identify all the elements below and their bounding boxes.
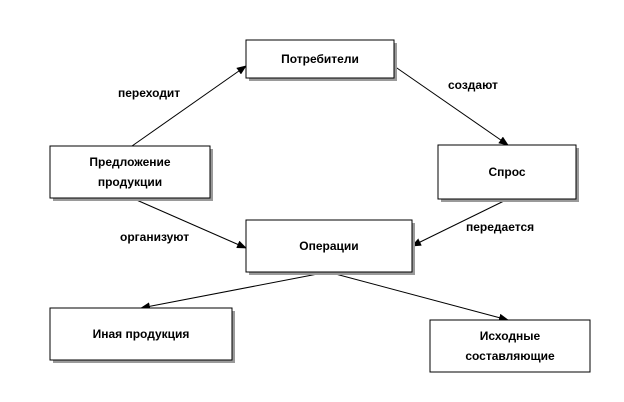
edge-label-offer-to-operations: организуют — [120, 230, 189, 244]
node-box — [429, 319, 591, 373]
node-box — [245, 219, 413, 273]
edges-layer — [131, 65, 509, 322]
arrow-operations-to-other_products — [140, 271, 329, 311]
edge-label-demand-to-operations: передается — [466, 220, 534, 234]
arrow-offer-to-consumers — [131, 65, 247, 147]
arrow-offer-to-operations — [131, 197, 247, 249]
node-label-line: продукции — [98, 175, 162, 189]
node-label-line: Иная продукция — [93, 327, 190, 341]
node-label-line: Потребители — [281, 52, 359, 66]
labels-layer: переходит создают организуют передается — [118, 78, 534, 244]
node-box — [49, 307, 233, 361]
node-other-products: Иная продукция — [49, 307, 235, 363]
node-consumers: Потребители — [245, 39, 397, 81]
arrow-demand-to-operations — [411, 198, 509, 247]
node-box — [245, 39, 395, 79]
node-source-components: Исходные составляющие — [429, 319, 591, 373]
node-operations: Операции — [245, 219, 415, 275]
node-label-line: Спрос — [488, 165, 525, 179]
node-demand: Спрос — [437, 144, 579, 202]
node-offer: Предложение продукции — [49, 145, 213, 201]
edge-label-consumers-to-demand: создают — [448, 78, 498, 92]
node-label-line: Исходные — [480, 329, 541, 343]
node-box — [437, 144, 577, 200]
arrow-consumers-to-demand — [393, 65, 509, 146]
node-label-line: Предложение — [89, 155, 171, 169]
node-box — [49, 145, 211, 199]
edge-label-offer-to-consumers: переходит — [118, 86, 180, 100]
arrow-operations-to-source_components — [327, 271, 509, 322]
node-label-line: Операции — [299, 239, 358, 253]
node-label-line: составляющие — [465, 349, 555, 363]
